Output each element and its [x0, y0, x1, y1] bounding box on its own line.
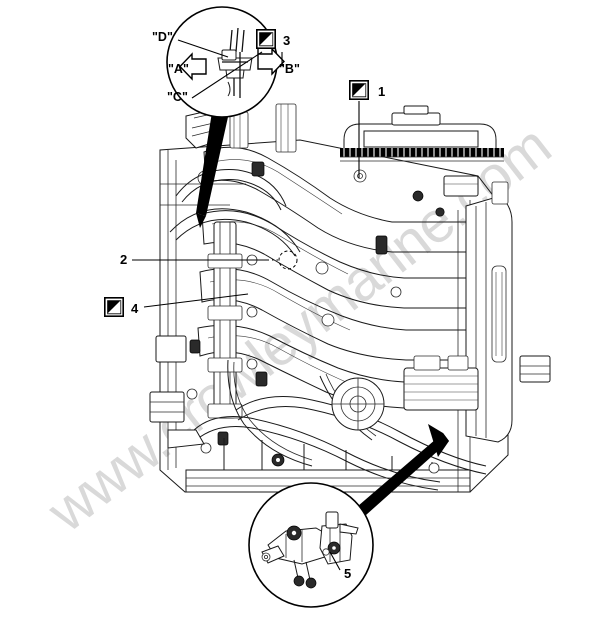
leader-4 [143, 293, 249, 308]
torque-mark-icon [104, 297, 124, 317]
cylinder-head-cover [340, 105, 504, 162]
direction-label-C: "C" [167, 90, 188, 104]
detail-bottom-pointer [358, 433, 449, 515]
callout-number-4: 4 [131, 301, 139, 316]
detail-sensor-part [217, 27, 253, 98]
detail-bracket-part [261, 511, 359, 589]
callout-number-5: 5 [344, 566, 351, 581]
left-bracket-stack [149, 335, 205, 449]
arrow-left-A [179, 52, 207, 81]
direction-label-B: "B" [279, 62, 300, 76]
leader-C [191, 51, 263, 99]
detail-dashed-circle [278, 250, 298, 270]
detail-top-pointer [196, 108, 230, 216]
arrow-right-B [257, 47, 285, 76]
leader-D [177, 39, 229, 58]
callout-number-1: 1 [378, 84, 385, 99]
lower-detail-circle: 5 [248, 424, 449, 608]
callout-4: 4 [104, 293, 249, 317]
oil-pan [185, 438, 471, 493]
callout-number-2: 2 [120, 252, 127, 267]
starter-assembly [403, 355, 479, 411]
callout-1: 1 [349, 80, 385, 178]
leader-5 [329, 551, 341, 571]
front-cover-pulley [331, 377, 385, 431]
callout-number-3: 3 [283, 33, 290, 48]
hose-clamps [189, 161, 388, 446]
torque-mark-icon [349, 80, 369, 100]
fasteners [186, 169, 445, 474]
direction-label-D: "D" [152, 30, 173, 44]
direction-label-A: "A" [168, 62, 189, 76]
fuel-rail-assembly [207, 221, 258, 419]
torque-mark-icon [256, 29, 276, 49]
upper-right-components [443, 175, 551, 383]
callout-2: 2 [120, 250, 298, 270]
upper-detail-circle: "D" "A" "B" "C" 3 [152, 6, 300, 228]
